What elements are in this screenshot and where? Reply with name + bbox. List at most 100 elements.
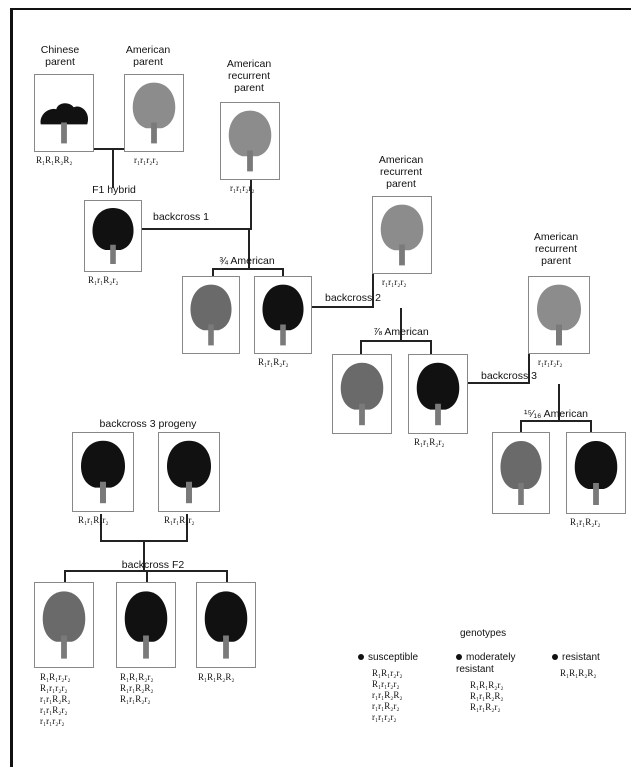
legend-susceptible-genotypes: R₁R₁r₂r₂ R₁r₁r₂r₂ r₁r₁R₂R₂ r₁r₁R₂r₂ r₁r₁…: [372, 668, 403, 722]
connector-line: [186, 514, 188, 542]
f2-moderate-tree-box: [116, 582, 176, 668]
tree-crown: [500, 441, 542, 489]
bc3-progeny-genotype-1: R₁r₁R₂r₂: [78, 515, 109, 525]
f2-resistant-genotypes: R₁R₁R₂R₂: [198, 672, 235, 682]
chinese-parent-label: Chinese parent: [40, 44, 80, 68]
connector-line: [430, 340, 432, 356]
recurrent-parent-genotype-3: r₁r₁r₂r₂: [538, 357, 563, 367]
bc2-susceptible-tree-box: [332, 354, 392, 434]
tree-crown: [574, 441, 618, 489]
recurrent-parent-genotype-1: r₁r₁r₂r₂: [230, 183, 255, 193]
f2-susceptible-tree-box: [34, 582, 94, 668]
connector-line: [100, 514, 102, 542]
moderately-resistant-dot-icon: [456, 654, 462, 661]
tree-crown: [40, 103, 89, 125]
tree-trunk: [247, 150, 253, 172]
connector-line: [520, 420, 522, 434]
tree-trunk: [280, 324, 286, 346]
backcross-1-label: backcross 1: [152, 211, 210, 223]
bc2-resistant-genotype: R₁r₁R₂r₂: [414, 437, 445, 447]
resistant-dot-icon: [552, 654, 558, 661]
connector-line: [64, 570, 226, 572]
connector-line: [226, 570, 228, 584]
tree-crown: [228, 110, 272, 157]
connector-line: [212, 268, 282, 270]
chestnut-tree-icon: [262, 284, 304, 346]
susceptible-dot-icon: [358, 654, 364, 661]
connector-line: [140, 228, 250, 230]
tree-trunk: [556, 324, 562, 346]
connector-line: [250, 228, 252, 229]
legend-resistant-label: resistant: [562, 652, 600, 663]
three-quarter-american-label: ¾ American: [219, 255, 275, 267]
connector-line: [360, 340, 362, 356]
tree-trunk: [110, 244, 116, 264]
tree-trunk: [61, 635, 67, 659]
tree-crown: [132, 82, 176, 129]
connector-line: [312, 306, 372, 308]
legend-moderately-label: moderately resistant: [456, 652, 516, 675]
chestnut-tree-icon: [42, 591, 86, 659]
tree-trunk: [61, 122, 67, 144]
chestnut-tree-icon: [132, 82, 176, 144]
chestnut-tree-icon: [204, 591, 248, 659]
tree-crown: [380, 204, 424, 251]
chestnut-tree-icon: [40, 103, 89, 144]
backcross-2-label: backcross 2: [324, 292, 382, 304]
bc1-resistant-tree-box: [254, 276, 312, 354]
legend-resistant: resistant: [552, 652, 600, 664]
tree-crown: [124, 591, 168, 642]
legend-susceptible: susceptible: [358, 652, 418, 664]
connector-line: [94, 148, 124, 150]
fifteen-sixteenth-american-label: ¹⁵⁄₁₆ American: [523, 408, 589, 420]
f1-hybrid-label: F1 hybrid: [92, 184, 136, 196]
american-parent-label: American parent: [125, 44, 171, 68]
frame-top-edge: [10, 8, 631, 10]
chestnut-tree-icon: [167, 440, 211, 504]
chestnut-tree-icon: [500, 441, 542, 505]
bc3-susceptible-tree-box: [492, 432, 550, 514]
f2-moderate-genotypes: R₁R₁R₂r₂ R₁r₁R₂R₂ R₁r₁R₂r₂: [120, 672, 154, 704]
connector-line: [212, 268, 214, 278]
tree-crown: [340, 362, 384, 410]
american-parent-tree-box: [124, 74, 184, 152]
chestnut-tree-icon: [574, 441, 618, 505]
frame-left-edge: [10, 8, 13, 767]
american-recurrent-parent-tree-box-1: [220, 102, 280, 180]
legend-resistant-genotypes: R₁R₁R₂R₂: [560, 668, 597, 678]
chestnut-tree-icon: [416, 362, 460, 426]
connector-line: [250, 180, 252, 230]
tree-crown: [537, 284, 581, 331]
chestnut-tree-icon: [380, 204, 424, 266]
legend-susceptible-label: susceptible: [368, 652, 419, 663]
american-recurrent-parent-label-3: American recurrent parent: [533, 231, 579, 267]
connector-line: [64, 570, 66, 584]
american-recurrent-parent-label-1: American recurrent parent: [226, 58, 272, 94]
backcross-f2-label: backcross F2: [121, 559, 185, 571]
american-recurrent-parent-label-2: American recurrent parent: [378, 154, 424, 190]
bc1-resistant-genotype: R₁r₁R₂r₂: [258, 357, 289, 367]
chestnut-tree-icon: [537, 284, 581, 346]
f1-hybrid-tree-box: [84, 200, 142, 272]
bc3-progeny-genotype-2: R₁r₁R₂r₂: [164, 515, 195, 525]
connector-line: [520, 420, 590, 422]
tree-trunk: [223, 635, 229, 659]
tree-crown: [204, 591, 248, 642]
tree-trunk: [399, 244, 405, 266]
connector-line: [400, 308, 402, 342]
f2-resistant-tree-box: [196, 582, 256, 668]
chestnut-tree-icon: [124, 591, 168, 659]
bc3-resistant-tree-box: [566, 432, 626, 514]
backcross-3-label: backcross 3: [480, 370, 538, 382]
connector-line: [146, 570, 148, 584]
connector-line: [372, 272, 374, 308]
tree-crown: [42, 591, 86, 642]
connector-line: [112, 148, 114, 188]
chinese-parent-genotype: R₁R₁R₂R₂: [36, 155, 73, 165]
american-recurrent-parent-tree-box-3: [528, 276, 590, 354]
tree-crown: [416, 362, 460, 410]
tree-crown: [92, 208, 134, 250]
connector-line: [282, 268, 284, 278]
connector-line: [558, 384, 560, 422]
